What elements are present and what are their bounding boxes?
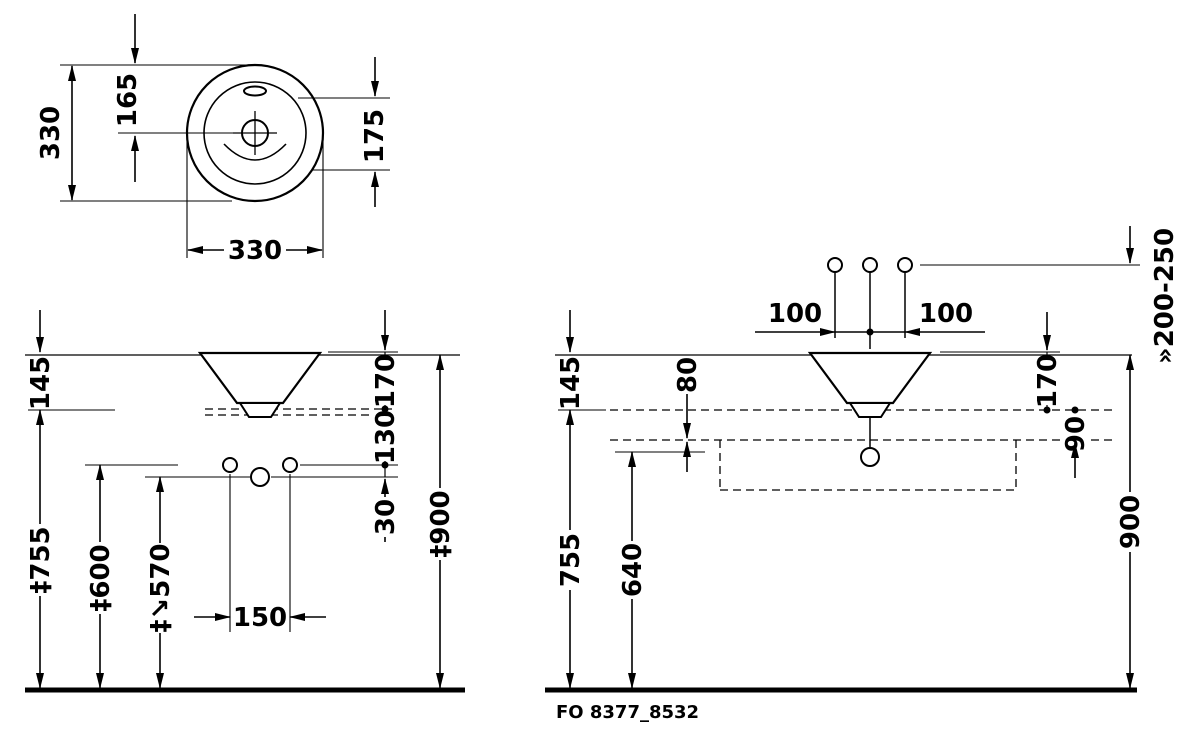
basin-drain-side	[848, 402, 892, 418]
dim-side-900: 900	[1116, 495, 1146, 549]
wall-tap-hole-right	[897, 257, 913, 273]
tap-hole-center	[250, 467, 270, 487]
basin-outline-side	[807, 351, 933, 405]
overflow-hole	[243, 85, 267, 97]
wall-tap-hole-left	[827, 257, 843, 273]
dim-top-diameter-horizontal: 330	[228, 236, 282, 266]
dim-top-tap-to-front: 175	[360, 109, 390, 163]
dim-side-100-right: 100	[919, 299, 973, 329]
dim-side-100-left: 100	[768, 299, 822, 329]
side-view-structure	[545, 257, 1140, 693]
wall-tap-hole-center	[862, 257, 878, 273]
dimension-arrows-short	[36, 14, 1134, 621]
dim-side-170: 170	[1033, 354, 1063, 408]
dim-side-755: 755	[556, 533, 586, 587]
tap-hole-right	[282, 457, 298, 473]
dim-top-diameter-vertical: 330	[36, 106, 66, 160]
drawing-code: FO 8377_8532	[556, 702, 699, 723]
bowl-bottom-arc	[223, 143, 287, 161]
dim-side-145: 145	[556, 356, 586, 410]
dimension-dots	[381, 328, 1079, 469]
label-backgrounds	[27, 234, 1144, 633]
top-view-extension-lines	[60, 64, 390, 258]
dim-side-640: 640	[618, 543, 648, 597]
dim-side-80: 80	[673, 357, 703, 393]
front-view-structure	[25, 351, 465, 693]
dim-front-130: 130	[371, 410, 401, 464]
drain-outlet-side	[860, 447, 880, 467]
dim-side-200-250: »200-250	[1150, 228, 1180, 364]
dim-front-570: ‡↘570	[146, 543, 176, 632]
tap-hole-left	[222, 457, 238, 473]
dim-front-170: 170	[371, 354, 401, 408]
dim-front-755: ‡755	[26, 526, 56, 593]
dim-front-150: 150	[233, 603, 287, 633]
basin-outline-front	[197, 351, 323, 405]
dim-front-30: 30	[371, 499, 401, 535]
dim-front-145: 145	[26, 356, 56, 410]
dimension-labels: 330 165 175 330 145 ‡755 ‡600 ‡↘570 170 …	[26, 73, 1180, 723]
dim-front-600: ‡600	[86, 544, 116, 611]
basin-drain-front	[238, 402, 282, 418]
dim-front-900: ‡900	[426, 490, 456, 557]
dim-top-center-offset: 165	[113, 73, 143, 127]
dim-side-90: 90	[1061, 416, 1091, 452]
